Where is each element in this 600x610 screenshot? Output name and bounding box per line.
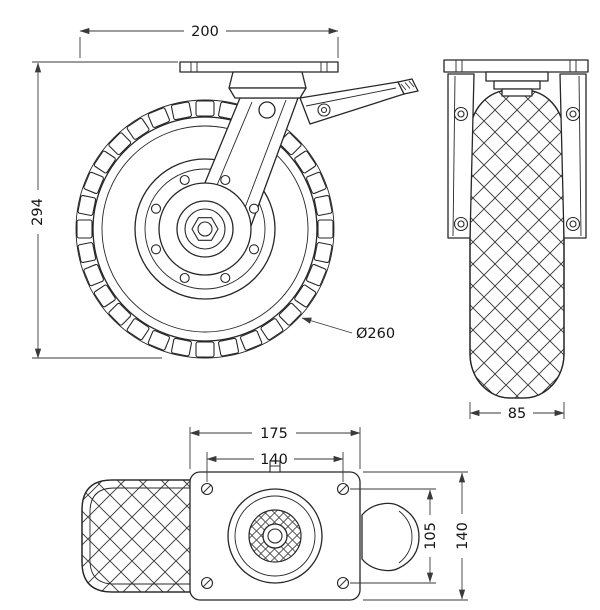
dim-plan-plate-width-label: 140 [455, 522, 471, 550]
dim-overall-height-label: 294 [30, 198, 46, 226]
dim-plate-length: 200 [79, 24, 339, 58]
side-view: 200 294 Ø260 [30, 24, 419, 359]
kingpin-bolt [258, 101, 276, 119]
bolt-hole [336, 576, 350, 590]
grease-fitting [269, 460, 281, 473]
plan-view: 175 140 105 140 [81, 426, 471, 601]
dim-wheel-width-label: 85 [508, 406, 526, 422]
brake-lever [299, 78, 419, 125]
bolt-hole [200, 576, 214, 590]
swivel-bearing [227, 488, 323, 584]
front-wheel [469, 89, 565, 399]
side-wheel [75, 99, 335, 359]
dim-plan-plate-length: 175 [189, 426, 361, 469]
front-view: 85 [443, 59, 589, 422]
dim-bolt-spacing-width: 105 [350, 488, 439, 584]
dim-bolt-spacing-length-label: 140 [260, 452, 288, 468]
dim-plan-plate-width: 140 [363, 471, 471, 601]
dim-wheel-width: 85 [469, 402, 565, 422]
dim-overall-height: 294 [30, 61, 178, 359]
front-fork-legs [447, 73, 587, 239]
plan-wheel [81, 479, 201, 593]
dim-plate-length-label: 200 [191, 24, 219, 40]
dim-bolt-spacing-length: 140 [206, 452, 344, 482]
mounting-plate-side [179, 61, 339, 119]
side-hub [150, 174, 260, 284]
dim-wheel-diameter-label: Ø260 [356, 326, 395, 342]
dim-wheel-diameter: Ø260 [301, 317, 395, 342]
mounting-plate-front [443, 59, 589, 97]
bolt-hole [336, 482, 350, 496]
dim-bolt-spacing-width-label: 105 [423, 522, 439, 550]
bolt-hole [200, 482, 214, 496]
plan-brake-pedal [361, 502, 420, 572]
dim-plan-plate-length-label: 175 [260, 426, 288, 442]
